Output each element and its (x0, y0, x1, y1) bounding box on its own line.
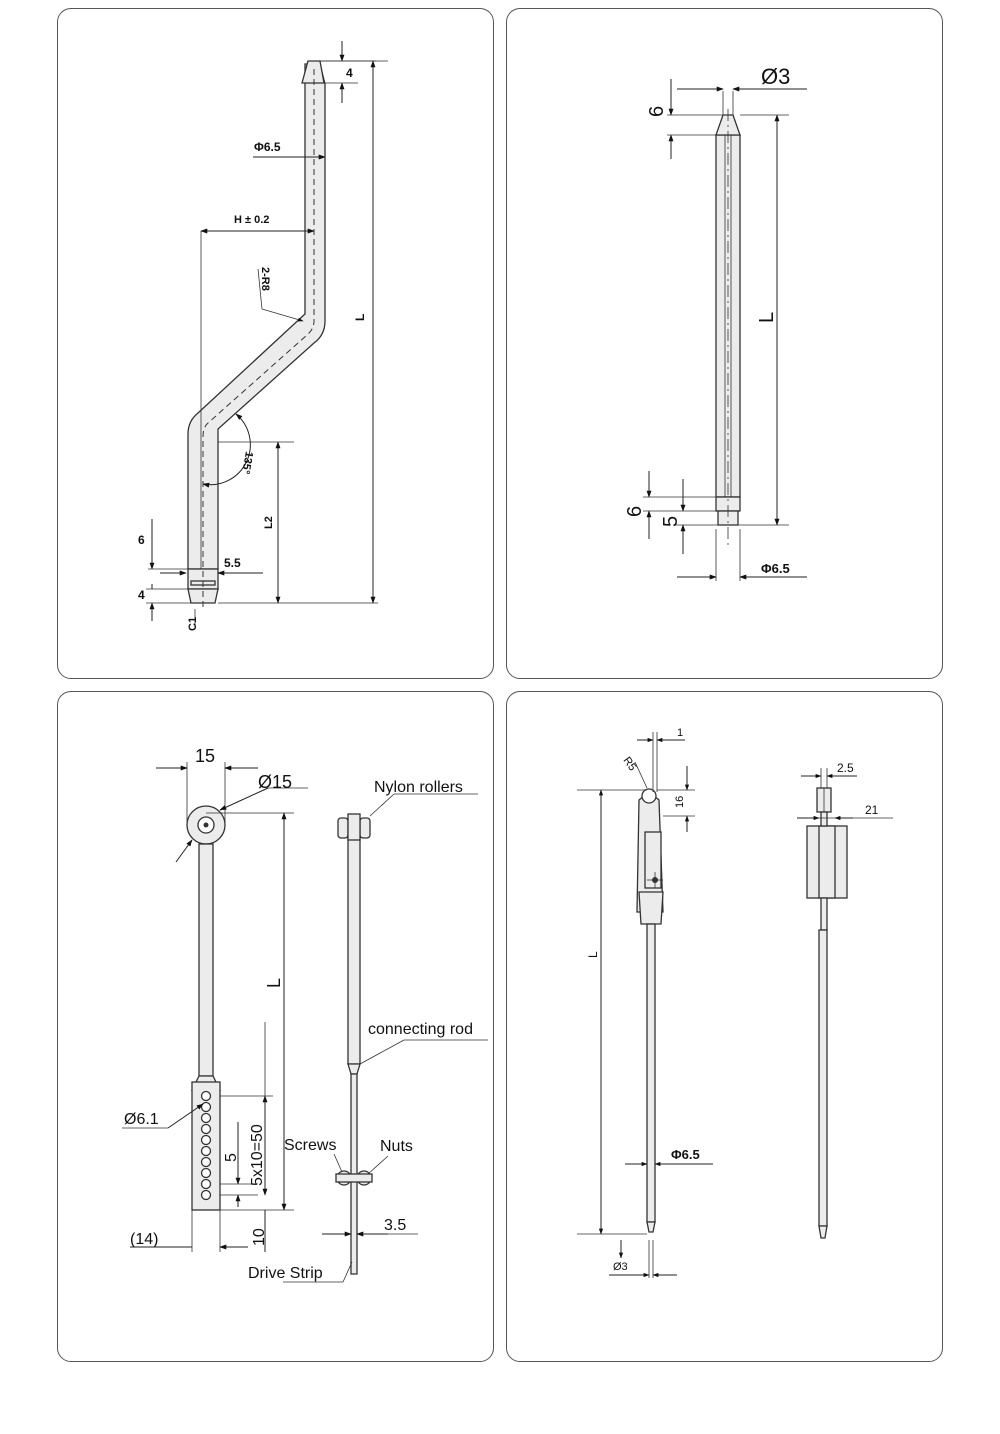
dim-6: 6 (138, 533, 145, 547)
dim-16: 16 (674, 796, 686, 808)
label-nylon-rollers: Nylon rollers (374, 779, 463, 796)
label-drive-strip: Drive Strip (248, 1265, 323, 1282)
dim-25: 2.5 (837, 761, 854, 775)
dim-6-bottom: 6 (624, 506, 646, 517)
dim-5x10: 5x10=50 (249, 1124, 266, 1186)
dim-l: L (353, 314, 367, 321)
side-roller-left (337, 817, 349, 839)
side-rod (347, 831, 361, 1065)
dim-5: 5 (660, 516, 682, 527)
panel-straight-pin: Ø3 6 L 6 5 Φ6.5 (506, 8, 943, 679)
dim-l: L (264, 978, 284, 988)
label-connecting-rod: connecting rod (368, 1021, 473, 1038)
panel-latch-pin: R5 1 16 L Φ6.5 Ø3 (506, 691, 943, 1362)
dim-phi3: Ø3 (761, 64, 790, 89)
latch-shaft (646, 923, 656, 1223)
dim-angle: 135° (239, 450, 255, 475)
dim-l: L (586, 951, 600, 958)
dim-phi65: Φ6.5 (671, 1147, 700, 1162)
dim-5: 5 (223, 1153, 240, 1162)
latch-side-view (806, 787, 848, 1239)
panel-drive-strip: 15 Ø15 L Ø6.1 5 5x10=50 10 (14) (57, 691, 494, 1362)
straight-pin-drawing: Ø3 6 L 6 5 Φ6.5 (624, 64, 807, 581)
latch-pin-drawing: R5 1 16 L Φ6.5 Ø3 (577, 727, 893, 1278)
dim-4-top: 4 (346, 66, 353, 80)
panel-bent-pin: 4 Φ6.5 H ± 0.2 2-R8 L 135° L2 6 5.5 (57, 8, 494, 679)
dim-l: L (756, 312, 778, 323)
dim-14: (14) (130, 1231, 158, 1248)
dim-35: 3.5 (384, 1217, 406, 1234)
dim-l2: L2 (263, 516, 275, 529)
dim-phi61: Ø6.1 (124, 1111, 159, 1128)
side-roller-right (359, 817, 371, 839)
dim-10: 10 (251, 1228, 268, 1246)
drive-strip-drawing: 15 Ø15 L Ø6.1 5 5x10=50 10 (14) (122, 746, 488, 1283)
connecting-rod (198, 843, 214, 1077)
pin-body (187, 63, 326, 570)
bent-pin-drawing: 4 Φ6.5 H ± 0.2 2-R8 L 135° L2 6 5.5 (138, 41, 388, 631)
dim-6-top: 6 (646, 106, 668, 117)
dim-phi3: Ø3 (613, 1261, 628, 1273)
dim-c1: C1 (187, 617, 199, 631)
dim-h: H ± 0.2 (234, 214, 269, 226)
dim-r5: R5 (621, 755, 639, 773)
dim-55: 5.5 (224, 556, 241, 570)
dim-4-bottom: 4 (138, 588, 145, 602)
latch-head (636, 788, 664, 925)
dim-phi65: Φ6.5 (254, 140, 281, 154)
dim-phi65: Φ6.5 (761, 561, 790, 576)
dim-15: 15 (195, 746, 215, 766)
dim-1: 1 (677, 727, 683, 739)
strip-holes (200, 1090, 212, 1201)
dim-r8: 2-R8 (259, 267, 271, 291)
label-nuts: Nuts (380, 1138, 413, 1155)
label-screws: Screws (284, 1137, 336, 1154)
dim-21: 21 (865, 803, 879, 817)
side-screw-nut (335, 1170, 373, 1186)
dim-phi15: Ø15 (258, 772, 292, 792)
